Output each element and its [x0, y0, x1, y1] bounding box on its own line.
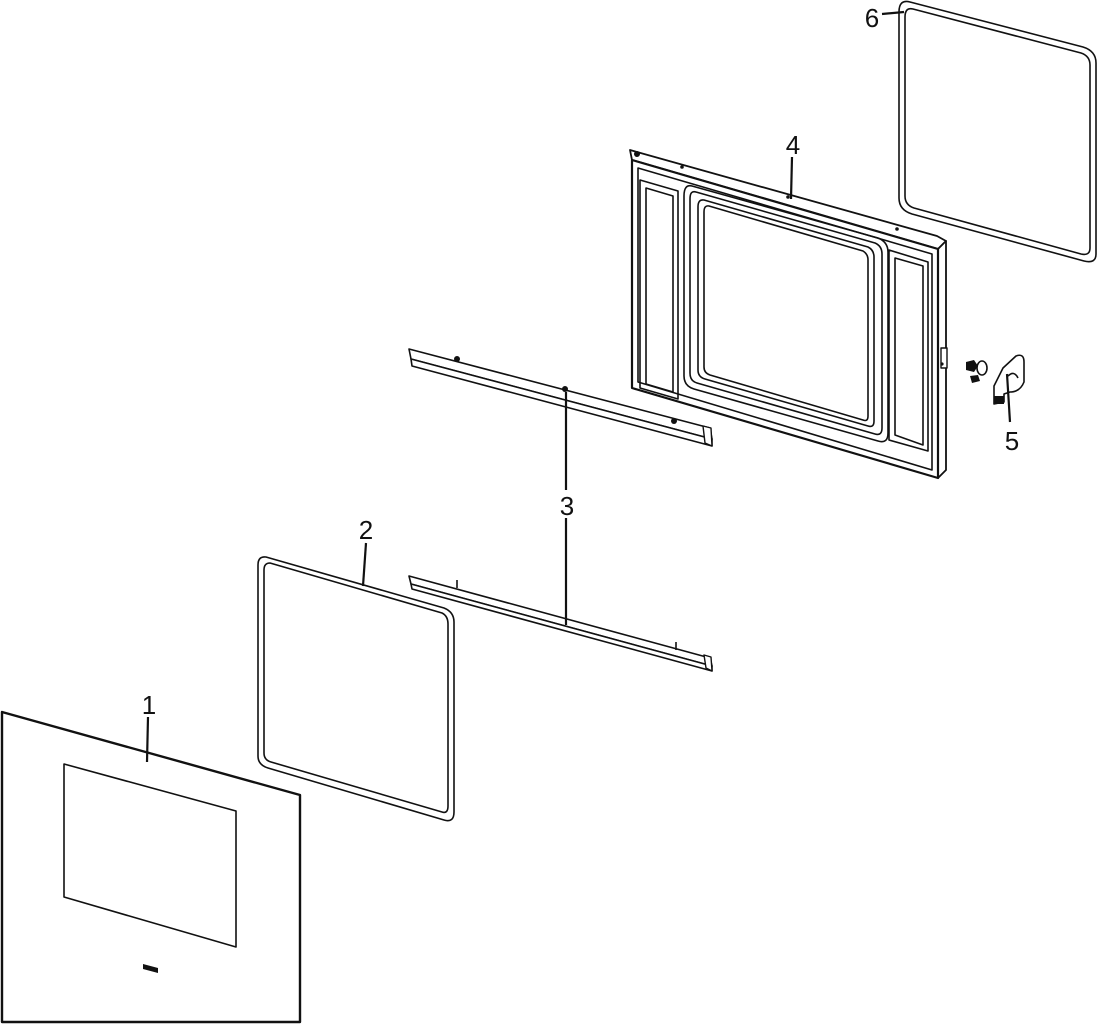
part-2-inner-glass: 2 [257, 515, 455, 822]
lower-rail-face [410, 583, 713, 672]
door-frame-hole-2 [786, 195, 790, 199]
part-4-door-frame: 4 [629, 130, 948, 480]
door-frame-right-slot-outer [888, 249, 929, 452]
door-frame-window-glass [703, 205, 869, 422]
door-frame-right-slot-inner [894, 257, 924, 446]
hinge-bracket [993, 354, 1025, 405]
door-frame-hole-1 [680, 165, 684, 169]
part-1-outer-glass: 1 [0, 690, 302, 1024]
callout-2-leader [361, 542, 368, 587]
upper-rail-hole-right [671, 418, 677, 424]
callout-5-label: 5 [1005, 426, 1019, 456]
door-frame-corner-screw [634, 151, 640, 157]
door-frame-hole-3 [895, 227, 899, 231]
hinge-screw-head [966, 360, 978, 372]
door-frame-window-outer [683, 184, 889, 443]
door-frame-window-mid [689, 190, 883, 436]
callout-1-leader [145, 716, 150, 763]
part-5-hinge-hardware: 5 [966, 354, 1025, 456]
outer-glass-badge [143, 964, 158, 973]
door-frame-left-slot-outer [639, 179, 679, 400]
door-frame-left-slot-inner [645, 187, 674, 393]
callout-2-label: 2 [359, 515, 373, 545]
door-frame-side-hole [940, 362, 944, 366]
callout-4-leader [789, 156, 794, 200]
part-6-door-gasket: 6 [865, 0, 1097, 263]
inner-glass-frame [257, 556, 455, 822]
hinge-washer [976, 360, 988, 376]
callout-6-label: 6 [865, 3, 879, 33]
door-frame-window-inner [697, 199, 875, 428]
callout-1-label: 1 [142, 690, 156, 720]
callout-6-leader [881, 10, 905, 16]
callout-5-leader [1005, 373, 1012, 423]
hinge-bracket-slot [1007, 372, 1019, 379]
hinge-nut [970, 375, 980, 383]
gasket-outer [898, 0, 1097, 263]
door-frame-hinge-tab [940, 347, 948, 369]
callout-3-label: 3 [560, 491, 574, 521]
inner-glass-frame-inner [263, 562, 449, 814]
outer-glass-window [63, 763, 237, 948]
callout-3-label-backdrop [552, 490, 582, 518]
part-3-support-rails: 3 [408, 348, 713, 672]
upper-rail-end [702, 425, 713, 447]
lower-rail-end [703, 654, 713, 672]
hinge-bracket-foot [994, 396, 1004, 404]
callout-4-label: 4 [786, 130, 800, 160]
upper-rail-hole-center [562, 386, 568, 392]
upper-rail-hole-left [454, 356, 460, 362]
gasket-inner [904, 7, 1091, 256]
